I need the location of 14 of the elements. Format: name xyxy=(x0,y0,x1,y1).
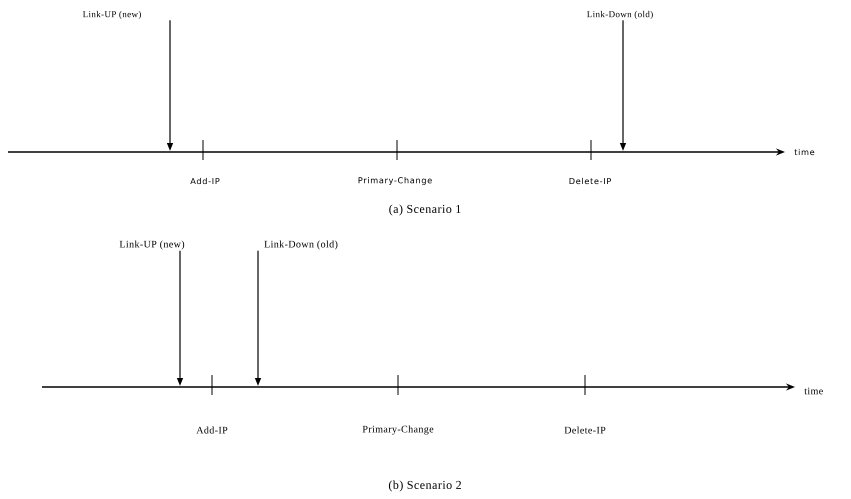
event-label: Link-Down (old) xyxy=(587,10,653,20)
caption: (b) Scenario 2 xyxy=(388,480,461,492)
axis-label: time xyxy=(804,388,823,394)
tick-label: Add-IP xyxy=(190,178,220,184)
event-label: Link-UP (new) xyxy=(120,240,184,250)
tick-label: Add-IP xyxy=(196,426,228,434)
tick-label: Delete-IP xyxy=(570,178,611,184)
event-label: Link-Down (old) xyxy=(264,240,338,250)
tick-label: Primary-Change xyxy=(362,425,434,435)
event-label: Link-UP (new) xyxy=(82,10,141,20)
tick-label: Primary-Change xyxy=(358,177,432,185)
axis-label: time xyxy=(794,148,814,156)
caption: (a) Scenario 1 xyxy=(389,204,461,216)
tick-label: Delete-IP xyxy=(564,426,606,434)
